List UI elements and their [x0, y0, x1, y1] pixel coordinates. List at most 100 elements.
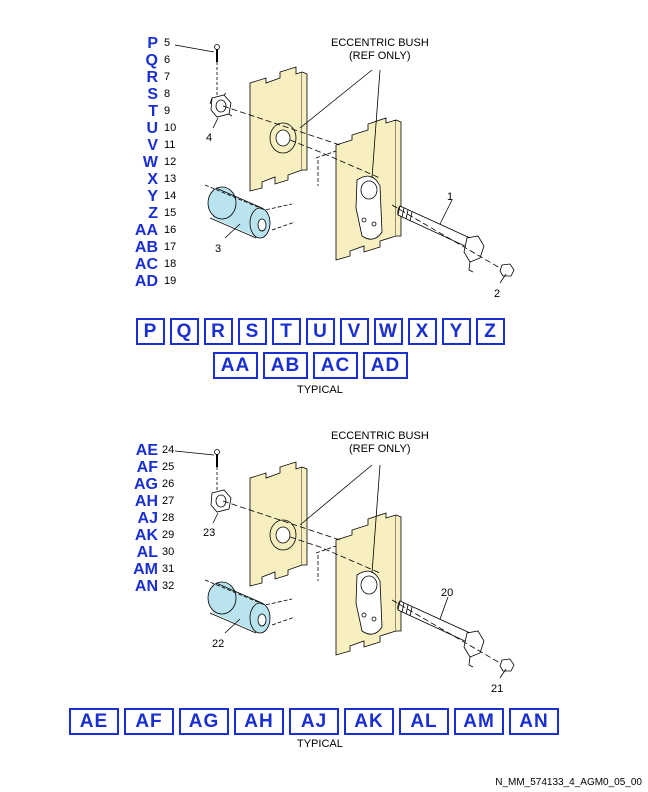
legend-letter[interactable]: AB — [134, 239, 158, 256]
legend-number: 16 — [164, 224, 177, 236]
legend-number: 5 — [164, 37, 171, 49]
legend-letter[interactable]: AN — [134, 578, 158, 595]
callout-20: 20 — [441, 587, 454, 599]
legend-letter[interactable]: S — [147, 86, 158, 103]
callout-21: 21 — [491, 683, 504, 695]
legend-number: 31 — [162, 563, 175, 575]
figure-button[interactable]: AE — [69, 708, 119, 735]
legend-letter[interactable]: U — [146, 120, 158, 137]
legend-letter[interactable]: AA — [134, 222, 158, 239]
legend-letter[interactable]: AK — [134, 527, 158, 544]
callout-2: 2 — [494, 288, 501, 300]
legend-number: 18 — [164, 258, 177, 270]
legend-letter[interactable]: AJ — [137, 510, 158, 527]
figure-button[interactable]: AC — [313, 352, 358, 379]
legend-number: 9 — [164, 105, 171, 117]
legend-number: 11 — [164, 139, 176, 151]
legend-number: 27 — [162, 495, 175, 507]
figure-button[interactable]: S — [238, 318, 267, 345]
figure-button[interactable]: AJ — [289, 708, 339, 735]
figure-button[interactable]: AD — [363, 352, 408, 379]
legend-letter[interactable]: X — [147, 171, 158, 188]
ref-only-label-bottom: (REF ONLY) — [349, 443, 411, 455]
legend-number: 10 — [164, 122, 177, 134]
figure-button[interactable]: P — [136, 318, 165, 345]
figure-button[interactable]: AF — [124, 708, 174, 735]
figure-button[interactable]: T — [272, 318, 301, 345]
figure-button[interactable]: U — [306, 318, 335, 345]
small-nut — [499, 658, 515, 672]
figure-button[interactable]: AM — [454, 708, 504, 735]
legend-letter[interactable]: T — [148, 103, 158, 120]
figure-id: N_MM_574133_4_AGM0_05_00 — [495, 777, 642, 788]
figure-button[interactable]: Y — [442, 318, 471, 345]
legend-letter[interactable]: AF — [136, 459, 158, 476]
legend-number: 13 — [164, 173, 177, 185]
top-button-row-2: AA AB AC AD — [213, 352, 408, 379]
ref-only-label-top: (REF ONLY) — [349, 50, 411, 62]
figure-button[interactable]: AG — [179, 708, 229, 735]
eccentric-bush-label-bottom: ECCENTRIC BUSH — [331, 430, 429, 442]
bottom-button-row: AE AF AG AH AJ AK AL AM AN — [69, 708, 559, 735]
legend-letter[interactable]: AC — [134, 256, 158, 273]
legend-letter[interactable]: AL — [136, 544, 158, 561]
legend-letter[interactable]: AE — [135, 442, 158, 459]
legend-letter[interactable]: P — [147, 35, 158, 52]
figure-button[interactable]: X — [408, 318, 437, 345]
cotter-pin — [214, 44, 220, 95]
legend-number: 8 — [164, 88, 171, 100]
figure-button[interactable]: W — [374, 318, 403, 345]
right-mounting-plate — [335, 512, 402, 656]
legend-number: 14 — [164, 190, 177, 202]
figure-button[interactable]: V — [340, 318, 369, 345]
figure-button[interactable]: AK — [344, 708, 394, 735]
figure-button[interactable]: AL — [399, 708, 449, 735]
figure-button[interactable]: AA — [213, 352, 258, 379]
roller — [204, 579, 296, 634]
small-nut — [499, 263, 515, 277]
callout-1: 1 — [447, 191, 454, 203]
legend-number: 12 — [164, 156, 177, 168]
legend-number: 17 — [164, 241, 177, 253]
legend-letter[interactable]: AM — [133, 561, 158, 578]
legend-letter[interactable]: Q — [145, 52, 158, 69]
figure-button[interactable]: AH — [234, 708, 284, 735]
legend-letter[interactable]: R — [146, 69, 158, 86]
callout-23: 23 — [203, 527, 216, 539]
legend-letter[interactable]: Z — [148, 205, 158, 222]
legend-letter[interactable]: AH — [134, 493, 158, 510]
legend-number: 30 — [162, 546, 175, 558]
callout-4: 4 — [206, 132, 213, 144]
figure-button[interactable]: R — [204, 318, 233, 345]
typical-label-bottom: TYPICAL — [297, 738, 343, 750]
legend-letter[interactable]: V — [147, 137, 158, 154]
left-mounting-plate — [249, 461, 308, 587]
legend-letter[interactable]: Y — [147, 188, 158, 205]
right-mounting-plate — [335, 117, 402, 261]
figure-button[interactable]: Z — [476, 318, 505, 345]
legend-number: 32 — [162, 580, 175, 592]
eccentric-bush-label-top: ECCENTRIC BUSH — [331, 37, 429, 49]
legend-letter[interactable]: AD — [134, 273, 158, 290]
top-button-row-1: P Q R S T U V W X Y Z — [136, 318, 505, 345]
legend-number: 29 — [162, 529, 175, 541]
figure-button[interactable]: AB — [263, 352, 308, 379]
figure-button[interactable]: AN — [509, 708, 559, 735]
legend-number: 28 — [162, 512, 175, 524]
typical-label-top: TYPICAL — [297, 384, 343, 396]
legend-number: 6 — [164, 54, 171, 66]
legend-number: 26 — [162, 478, 175, 490]
legend-number: 25 — [162, 461, 175, 473]
callout-3: 3 — [215, 243, 222, 255]
cotter-pin — [214, 449, 220, 490]
castle-nut — [209, 92, 233, 118]
roller — [204, 184, 296, 239]
legend-letter[interactable]: AG — [134, 476, 158, 493]
legend-number: 24 — [162, 444, 175, 456]
figure-button[interactable]: Q — [170, 318, 199, 345]
castle-nut — [210, 489, 232, 513]
legend-letter[interactable]: W — [142, 154, 158, 171]
